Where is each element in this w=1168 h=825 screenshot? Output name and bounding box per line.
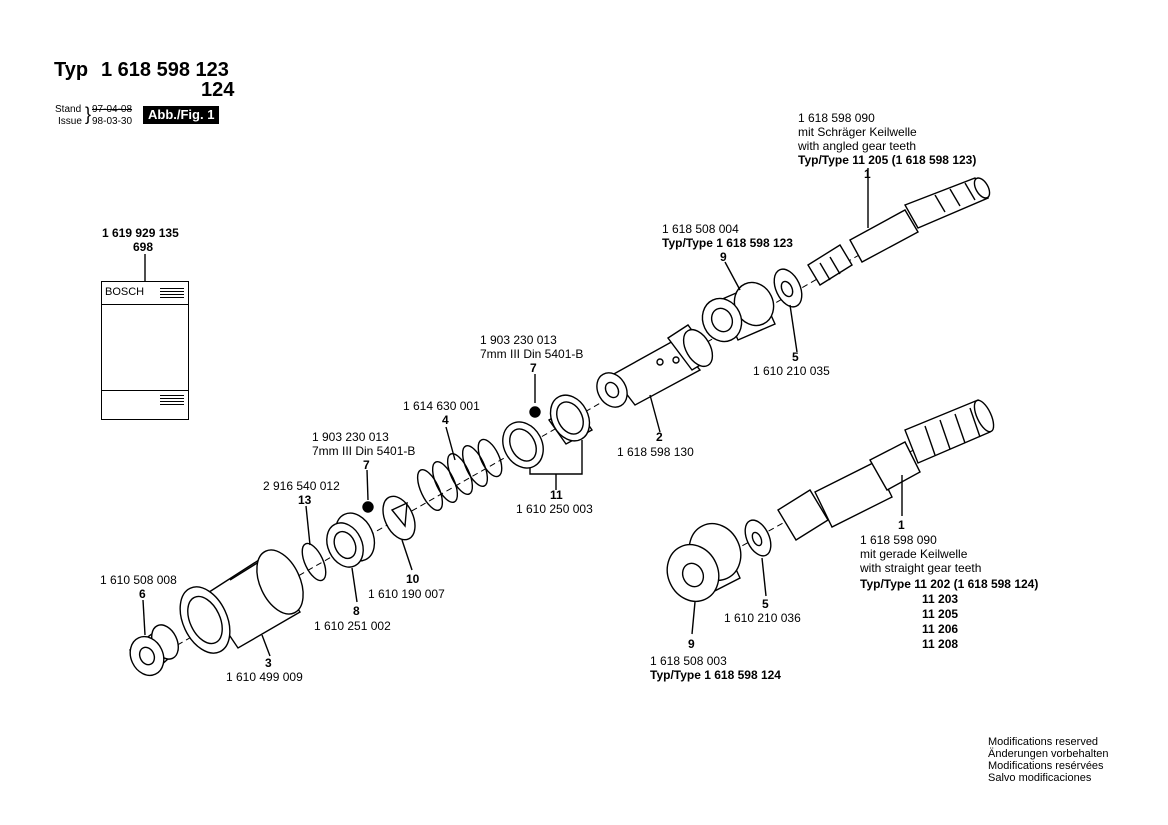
part-1-bottom-index: 1 [898, 518, 905, 532]
ball-7-top [529, 406, 541, 418]
part-5-bottom-number: 1 610 210 036 [724, 611, 801, 625]
stand-label: Stand [55, 104, 82, 115]
leader-5-top [789, 304, 798, 353]
footer-lines-icon [160, 395, 184, 406]
brace-glyph: } [85, 104, 92, 124]
manual-rule-bottom [102, 390, 188, 391]
footer-note-2: Änderungen vorbehalten [988, 748, 1109, 760]
part-4-number: 1 614 630 001 [403, 399, 480, 413]
part-7-left-number: 1 903 230 013 [312, 430, 389, 444]
part-6-index: 6 [139, 587, 146, 601]
spring-4 [416, 438, 503, 511]
leader-2 [649, 394, 661, 433]
part-11-number: 1 610 250 003 [516, 502, 593, 516]
tube-2 [596, 324, 714, 408]
part-3-number: 1 610 499 009 [226, 670, 303, 684]
part-7-top-spec: 7mm III Din 5401-B [480, 347, 584, 361]
footer-note-4: Salvo modificaciones [988, 772, 1092, 784]
part-1-top-index: 1 [864, 167, 871, 181]
part-10-number: 1 610 190 007 [368, 587, 445, 601]
part-13-number: 2 916 540 012 [263, 479, 340, 493]
part-5-top-index: 5 [792, 350, 799, 364]
sleeve-3 [179, 549, 304, 654]
footer-note-1: Modifications reserved [988, 736, 1099, 748]
washer-5-bottom [744, 519, 772, 557]
part-10-index: 10 [406, 572, 420, 586]
part-1-bottom-type-a: 11 203 [922, 592, 959, 606]
part-1-top-number: 1 618 598 090 [798, 111, 875, 125]
figure-label: Abb./Fig. 1 [143, 106, 220, 124]
part-1-bottom-desc-de: mit gerade Keilwelle [860, 547, 968, 561]
part-5-top-number: 1 610 210 035 [753, 364, 830, 378]
part-2-number: 1 618 598 130 [617, 445, 694, 459]
part-1-bottom-number: 1 618 598 090 [860, 533, 937, 547]
part-7-left-spec: 7mm III Din 5401-B [312, 444, 416, 458]
cap-6 [128, 624, 179, 677]
part-2-index: 2 [656, 430, 663, 444]
part-1-top-types: Typ/Type 11 205 (1 618 598 123) [798, 153, 977, 167]
type-label: Typ [54, 59, 89, 81]
part-7-top-number: 1 903 230 013 [480, 333, 557, 347]
leader-7-left [366, 469, 369, 501]
part-6-number: 1 610 508 008 [100, 573, 177, 587]
part-11-index: 11 [550, 488, 563, 502]
sleeve-9-bottom [666, 522, 742, 603]
part-9-bottom-index: 9 [688, 637, 695, 651]
leader-5-bottom [761, 557, 767, 597]
part-1-bottom-types: Typ/Type 11 202 (1 618 598 124) [860, 577, 1039, 591]
manual-part-number: 1 619 929 135 [102, 226, 179, 240]
leader-4 [445, 426, 456, 461]
part-1-top-desc-en: with angled gear teeth [798, 139, 917, 153]
part-8-index: 8 [353, 604, 360, 618]
operating-manual: BOSCH [101, 281, 189, 420]
part-8-number: 1 610 251 002 [314, 619, 391, 633]
part-7-left-index: 7 [363, 458, 370, 472]
part-5-bottom-index: 5 [762, 597, 769, 611]
part-9-bottom-number: 1 618 508 003 [650, 654, 727, 668]
manual-rule-top [102, 304, 188, 305]
part-13-index: 13 [298, 493, 312, 507]
collar-8 [326, 512, 376, 568]
type-suffix: 124 [201, 79, 235, 101]
ring-set-11 [502, 394, 594, 469]
stand-date: 97-04-08 [92, 104, 133, 115]
issue-label: Issue [58, 116, 82, 127]
shaft-angled-teeth [807, 177, 991, 286]
sleeve-9-top [701, 281, 776, 343]
leader-13 [305, 505, 311, 546]
leader-9-top [724, 261, 741, 291]
part-9-bottom-types: Typ/Type 1 618 598 124 [650, 668, 781, 682]
part-1-bottom-type-b: 11 205 [922, 607, 959, 621]
part-7-top-index: 7 [530, 361, 537, 375]
ball-7-left [362, 501, 374, 513]
part-1-bottom-type-d: 11 208 [922, 637, 959, 651]
logo-lines-icon [160, 288, 184, 299]
leader-6 [142, 599, 146, 636]
manual-code: 698 [133, 240, 154, 254]
footer-note-3: Modifications resérvées [988, 760, 1104, 772]
part-1-bottom-type-c: 11 206 [922, 622, 959, 636]
washer-5-top [773, 268, 803, 308]
washer-10 [382, 495, 416, 541]
issue-date: 98-03-30 [92, 116, 133, 127]
part-1-top-desc-de: mit Schräger Keilwelle [798, 125, 917, 139]
leader-10 [401, 539, 413, 571]
part-4-index: 4 [442, 413, 449, 427]
shaft-straight-teeth [777, 399, 995, 541]
part-1-bottom-desc-en: with straight gear teeth [860, 561, 982, 575]
part-9-top-number: 1 618 508 004 [662, 222, 739, 236]
leader-9-bottom [691, 601, 696, 635]
part-9-top-types: Typ/Type 1 618 598 123 [662, 236, 793, 250]
leader-3 [261, 634, 271, 657]
bosch-logo: BOSCH [105, 286, 145, 298]
part-3-index: 3 [265, 656, 272, 670]
type-number: 1 618 598 123 [101, 59, 229, 81]
leader-8 [351, 567, 358, 603]
circlip-13 [301, 542, 327, 582]
part-9-top-index: 9 [720, 250, 727, 264]
